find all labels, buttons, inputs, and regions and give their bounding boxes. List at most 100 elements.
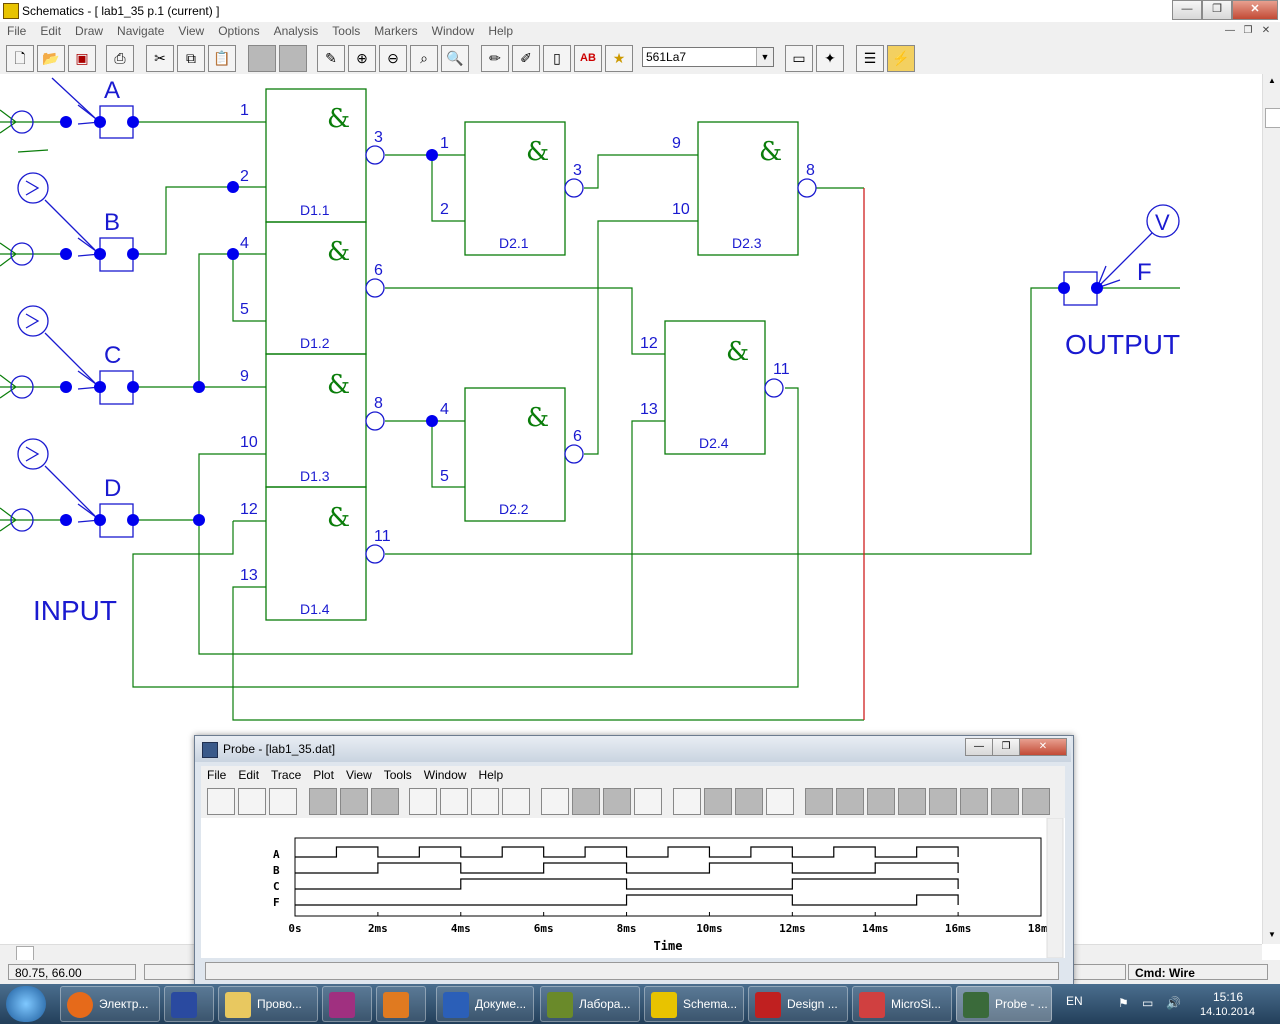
mdi-close-button[interactable]: ✕ — [1261, 25, 1271, 36]
clock-date[interactable]: 14.10.2014 — [1200, 1006, 1256, 1018]
cursor-toggle-icon[interactable] — [766, 788, 794, 815]
probe-menu-tools[interactable]: Tools — [383, 768, 412, 782]
start-button[interactable] — [6, 986, 46, 1022]
probe-menu-view[interactable]: View — [345, 768, 372, 782]
menu-view[interactable]: View — [178, 24, 205, 38]
taskbar-media[interactable] — [376, 986, 426, 1022]
add-trace-icon[interactable] — [673, 788, 701, 815]
log-y-icon[interactable] — [634, 788, 662, 815]
fourier-icon[interactable] — [572, 788, 600, 815]
probe-maximize-button[interactable]: ❐ — [992, 738, 1020, 756]
open-folder-icon[interactable]: 📂 — [37, 45, 65, 72]
menu-file[interactable]: File — [7, 24, 27, 38]
cursor-max-icon[interactable] — [929, 788, 957, 815]
scroll-up-icon[interactable]: ▲ — [1268, 76, 1276, 85]
get-new-part-icon[interactable]: ★ — [605, 45, 633, 72]
mdi-restore-button[interactable]: ❐ — [1243, 25, 1253, 36]
simulate-icon[interactable]: ⚡ — [887, 45, 915, 72]
menu-markers[interactable]: Markers — [374, 24, 418, 38]
taskbar-explorer[interactable]: Прово... — [218, 986, 318, 1022]
paste-icon[interactable] — [371, 788, 399, 815]
menu-options[interactable]: Options — [218, 24, 260, 38]
draw-wire-icon[interactable]: ✏ — [481, 45, 509, 72]
append-file-icon[interactable] — [238, 788, 266, 815]
print-icon[interactable]: ⎙ — [106, 45, 134, 72]
menu-window[interactable]: Window — [431, 24, 475, 38]
cursor-slope-icon[interactable] — [867, 788, 895, 815]
probe-menu-file[interactable]: File — [207, 768, 227, 782]
language-indicator[interactable]: EN — [1066, 994, 1083, 1008]
edit-symbol-icon[interactable]: ✦ — [816, 45, 844, 72]
hscroll-thumb[interactable] — [16, 946, 34, 961]
log-x-icon[interactable] — [541, 788, 569, 815]
save-icon[interactable]: ▣ — [68, 45, 96, 72]
menu-navigate[interactable]: Navigate — [117, 24, 165, 38]
taskbar-word[interactable]: Докуме... — [436, 986, 534, 1022]
menu-edit[interactable]: Edit — [40, 24, 62, 38]
taskbar-probe[interactable]: Probe - ... — [956, 986, 1052, 1022]
new-file-icon[interactable]: 🗋 — [6, 45, 34, 72]
print-icon[interactable] — [269, 788, 297, 815]
probe-menu-help[interactable]: Help — [478, 768, 504, 782]
zoom-out-icon[interactable] — [440, 788, 468, 815]
taskbar-floppy[interactable] — [164, 986, 214, 1022]
get-part-icon[interactable]: ▯ — [543, 45, 571, 72]
redraw-icon[interactable]: ✎ — [317, 45, 345, 72]
probe-menu-trace[interactable]: Trace — [271, 768, 302, 782]
mdi-minimize-button[interactable]: — — [1225, 25, 1235, 36]
chevron-down-icon[interactable]: ▼ — [756, 48, 773, 66]
cursor-trough-icon[interactable] — [836, 788, 864, 815]
zoom-fit-icon[interactable] — [502, 788, 530, 815]
zoom-fit-icon[interactable]: 🔍 — [441, 45, 469, 72]
open-folder-icon[interactable] — [207, 788, 235, 815]
volume-icon[interactable]: 🔊 — [1166, 996, 1181, 1010]
zoom-in-icon[interactable] — [409, 788, 437, 815]
probe-close-button[interactable]: ✕ — [1019, 738, 1067, 756]
taskbar-schematics[interactable]: Schema... — [644, 986, 744, 1022]
cursor-point-icon[interactable] — [960, 788, 988, 815]
menu-help[interactable]: Help — [488, 24, 513, 38]
close-button[interactable]: ✕ — [1232, 0, 1278, 20]
cursor-search-icon[interactable] — [991, 788, 1019, 815]
edit-attributes-icon[interactable]: ▭ — [785, 45, 813, 72]
menu-analysis[interactable]: Analysis — [273, 24, 319, 38]
cursor-next-icon[interactable] — [1022, 788, 1050, 815]
clock-time[interactable]: 15:16 — [1213, 990, 1244, 1004]
redo-icon[interactable] — [279, 45, 307, 72]
minimize-button[interactable]: — — [1172, 0, 1202, 20]
probe-menu-plot[interactable]: Plot — [313, 768, 334, 782]
spell-check-icon[interactable]: AB — [574, 45, 602, 72]
menu-tools[interactable]: Tools — [332, 24, 361, 38]
copy-icon[interactable]: ⧉ — [177, 45, 205, 72]
zoom-area-icon[interactable] — [471, 788, 499, 815]
probe-minimize-button[interactable]: — — [965, 738, 993, 756]
paste-icon[interactable]: 📋 — [208, 45, 236, 72]
setup-analysis-icon[interactable]: ☰ — [856, 45, 884, 72]
battery-icon[interactable]: ▭ — [1142, 996, 1154, 1010]
taskbar-firefox[interactable]: Электр... — [60, 986, 160, 1022]
vertical-scrollbar[interactable]: ▲ ▼ — [1262, 74, 1280, 944]
maximize-button[interactable]: ❐ — [1202, 0, 1232, 20]
menu-draw[interactable]: Draw — [75, 24, 104, 38]
draw-bus-icon[interactable]: ✐ — [512, 45, 540, 72]
performance-icon[interactable] — [603, 788, 631, 815]
undo-icon[interactable] — [248, 45, 276, 72]
zoom-area-icon[interactable]: ⌕ — [410, 45, 438, 72]
taskbar-design[interactable]: Design ... — [748, 986, 848, 1022]
scroll-down-icon[interactable]: ▼ — [1268, 930, 1276, 939]
scroll-thumb[interactable] — [1265, 108, 1280, 128]
copy-icon[interactable] — [340, 788, 368, 815]
network-icon[interactable]: ⚑ — [1118, 996, 1129, 1010]
taskbar-books[interactable] — [322, 986, 372, 1022]
cut-icon[interactable] — [309, 788, 337, 815]
zoom-out-icon[interactable]: ⊖ — [379, 45, 407, 72]
cursor-peak-icon[interactable] — [805, 788, 833, 815]
taskbar-lab[interactable]: Лабора... — [540, 986, 640, 1022]
schematic-drawing[interactable]: A B C D INPUT OUTPUT F V D1.1 D1.2 D1.3 … — [0, 74, 1262, 944]
zoom-in-icon[interactable]: ⊕ — [348, 45, 376, 72]
eval-goal-icon[interactable] — [704, 788, 732, 815]
text-label-icon[interactable] — [735, 788, 763, 815]
part-name-combo[interactable]: 561La7 ▼ — [642, 47, 774, 67]
